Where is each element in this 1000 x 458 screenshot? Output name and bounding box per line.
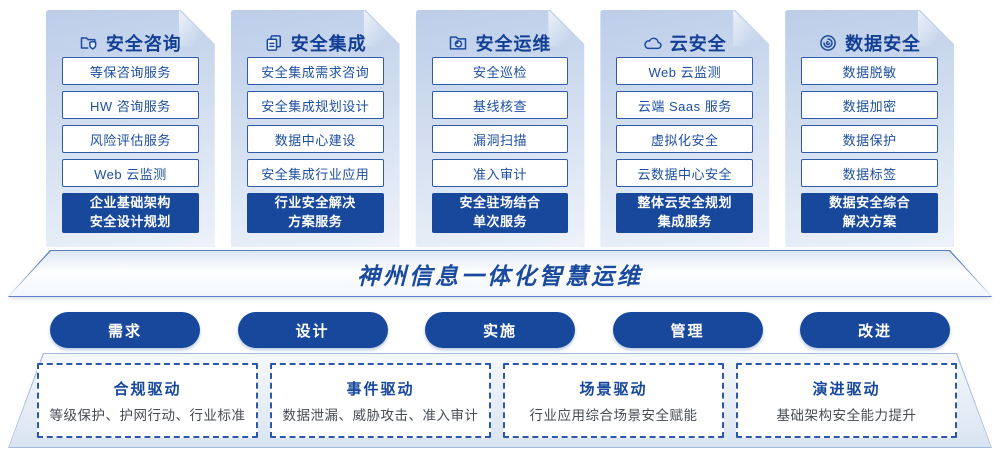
- driver-desc: 行业应用综合场景安全赋能: [529, 407, 698, 423]
- highlight-line: 方案服务: [288, 214, 343, 229]
- drivers-row: 合规驱动 等级保护、护网行动、行业标准 事件驱动 数据泄漏、威胁攻击、准入审计 …: [37, 363, 957, 438]
- card-title: 安全运维: [475, 34, 552, 54]
- service-item: 准入审计: [432, 159, 569, 187]
- banner-fill: [8, 251, 992, 296]
- service-item: 安全集成需求咨询: [247, 57, 384, 85]
- driver-evolution: 演进驱动 基础架构安全能力提升: [736, 363, 957, 438]
- service-item: 安全巡检: [432, 57, 569, 85]
- process-step: 设计: [237, 312, 388, 348]
- driver-title: 事件驱动: [346, 380, 415, 398]
- highlight-line: 集成服务: [657, 214, 712, 229]
- highlight-service: 数据安全综合 解决方案: [801, 193, 938, 233]
- process-step: 管理: [612, 312, 763, 348]
- service-item: 安全集成行业应用: [247, 159, 384, 187]
- documents-icon: [264, 33, 284, 53]
- highlight-service: 整体云安全规划 集成服务: [616, 193, 753, 233]
- card-header: 安全集成: [231, 10, 400, 57]
- highlight-service: 企业基础架构 安全设计规划: [62, 193, 199, 233]
- service-item: 风险评估服务: [62, 125, 199, 153]
- highlight-line: 整体云安全规划: [637, 195, 733, 211]
- service-item: 数据标签: [801, 159, 938, 187]
- service-item: 等保咨询服务: [62, 57, 199, 85]
- process-step: 改进: [800, 312, 950, 348]
- service-item: Web 云监测: [62, 159, 199, 187]
- driver-desc: 基础架构安全能力提升: [776, 407, 917, 423]
- service-item: 基线核查: [432, 91, 569, 119]
- service-item: HW 咨询服务: [62, 91, 199, 119]
- highlight-service: 安全驻场结合 单次服务: [432, 193, 569, 233]
- driver-desc: 等级保护、护网行动、行业标准: [49, 407, 246, 423]
- card-title: 云安全: [669, 34, 727, 54]
- process-step: 需求: [50, 312, 200, 348]
- highlight-line: 行业安全解决: [274, 195, 356, 211]
- folder-shield-icon: [79, 33, 99, 53]
- banner-title: 神州信息一体化智慧运维: [357, 262, 643, 289]
- service-item: 漏洞扫描: [432, 125, 569, 153]
- driver-title: 演进驱动: [812, 380, 881, 398]
- card-security-operations: 安全运维 安全巡检 基线核查 漏洞扫描 准入审计 安全驻场结合 单次服务: [416, 10, 585, 247]
- service-item: 数据加密: [801, 91, 938, 119]
- cloud-icon: [643, 33, 663, 53]
- card-cloud-security: 云安全 Web 云监测 云端 Saas 服务 虚拟化安全 云数据中心安全 整体云…: [600, 10, 769, 247]
- highlight-line: 解决方案: [842, 214, 897, 229]
- driver-incident: 事件驱动 数据泄漏、威胁攻击、准入审计: [270, 363, 491, 438]
- service-item: 云数据中心安全: [616, 159, 753, 187]
- card-security-consulting: 安全咨询 等保咨询服务 HW 咨询服务 风险评估服务 Web 云监测 企业基础架…: [46, 10, 215, 247]
- highlight-line: 企业基础架构: [89, 195, 171, 211]
- card-header: 数据安全: [785, 10, 954, 57]
- driver-title: 合规驱动: [113, 380, 182, 398]
- card-security-integration: 安全集成 安全集成需求咨询 安全集成规划设计 数据中心建设 安全集成行业应用 行…: [231, 10, 400, 247]
- highlight-line: 单次服务: [472, 214, 527, 229]
- service-item: 数据脱敏: [801, 57, 938, 85]
- driver-scenario: 场景驱动 行业应用综合场景安全赋能: [503, 363, 724, 438]
- card-title: 安全咨询: [105, 34, 182, 54]
- driver-compliance: 合规驱动 等级保护、护网行动、行业标准: [37, 363, 258, 438]
- card-header: 安全运维: [416, 10, 585, 57]
- folder-chart-icon: [448, 33, 468, 53]
- card-data-security: 数据安全 数据脱敏 数据加密 数据保护 数据标签 数据安全综合 解决方案: [785, 10, 954, 247]
- service-item: 数据保护: [801, 125, 938, 153]
- driver-title: 场景驱动: [579, 380, 648, 398]
- highlight-line: 安全驻场结合: [459, 195, 541, 211]
- highlight-line: 安全设计规划: [89, 214, 171, 229]
- card-header: 云安全: [600, 10, 769, 57]
- process-steps-row: 需求 设计 实施 管理 改进: [50, 312, 950, 348]
- service-item: Web 云监测: [616, 57, 753, 85]
- driver-desc: 数据泄漏、威胁攻击、准入审计: [282, 407, 479, 423]
- platform-banner: 神州信息一体化智慧运维: [0, 250, 1000, 297]
- highlight-line: 数据安全综合: [829, 195, 911, 211]
- highlight-service: 行业安全解决 方案服务: [247, 193, 384, 233]
- card-title: 数据安全: [845, 34, 922, 54]
- card-title: 安全集成: [290, 34, 367, 54]
- service-item: 安全集成规划设计: [247, 91, 384, 119]
- card-header: 安全咨询: [46, 10, 215, 57]
- service-item: 虚拟化安全: [616, 125, 753, 153]
- service-item: 数据中心建设: [247, 125, 384, 153]
- fingerprint-icon: [818, 33, 838, 53]
- process-step: 实施: [425, 312, 575, 348]
- service-item: 云端 Saas 服务: [616, 91, 753, 119]
- service-cards-row: 安全咨询 等保咨询服务 HW 咨询服务 风险评估服务 Web 云监测 企业基础架…: [46, 10, 954, 247]
